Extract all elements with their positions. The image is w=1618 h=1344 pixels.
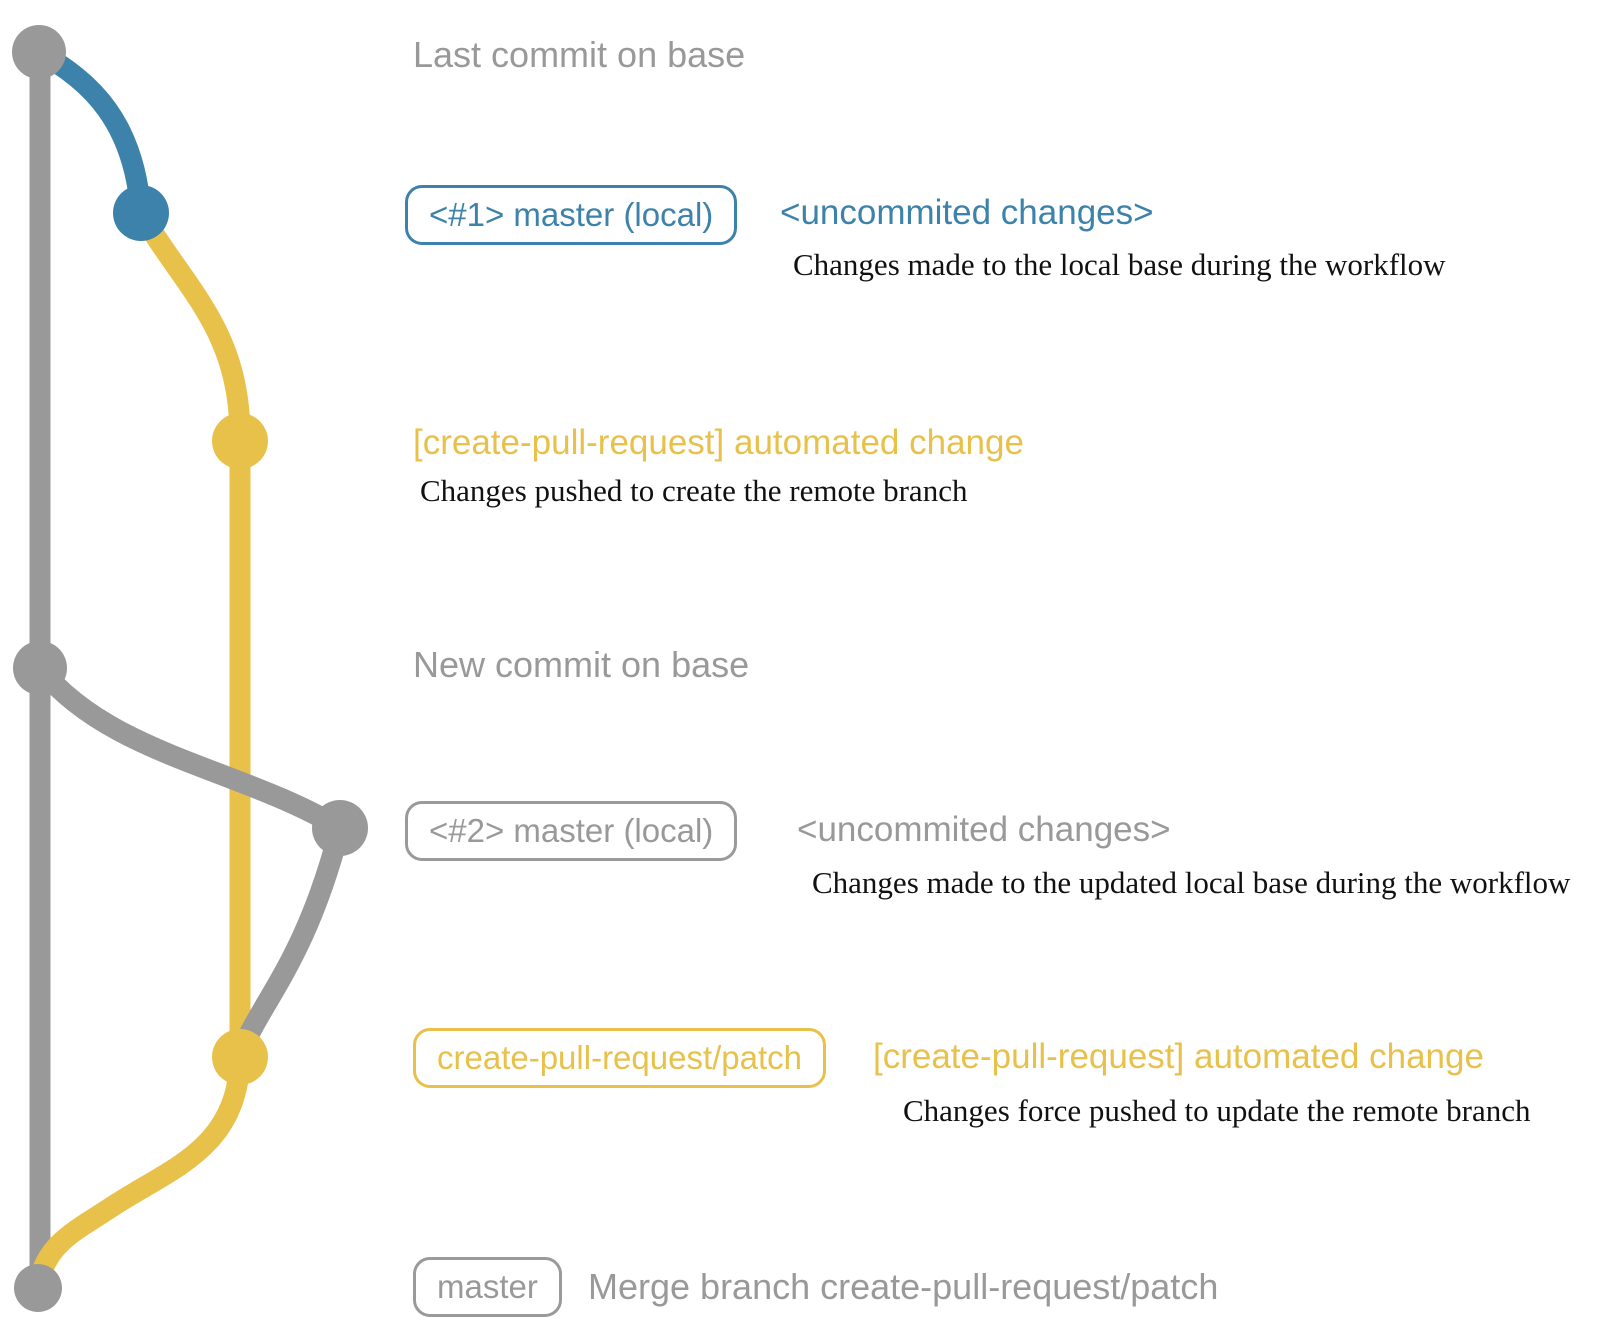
commit-dot-automated-change-2 xyxy=(212,1029,268,1085)
branch-badge-create-pull-request-patch: create-pull-request/patch xyxy=(413,1028,827,1088)
commit-label-automated-change-1: [create-pull-request] automated change xyxy=(413,422,1024,462)
updated-local-master-branch-curve-in xyxy=(231,817,351,1061)
commit-label-uncommited-changes-2: <uncommited changes> xyxy=(797,809,1171,849)
commit-description-3: Changes made to the updated local base d… xyxy=(812,864,1571,900)
commit-message-new-commit-on-base: New commit on base xyxy=(413,644,750,686)
commit-label-uncommited-changes-1: <uncommited changes> xyxy=(780,192,1154,232)
local-master-branch-curve xyxy=(28,41,152,224)
branch-badge-master: master xyxy=(413,1257,562,1317)
commit-message-merge-branch: Merge branch create-pull-request/patch xyxy=(588,1266,1219,1308)
commit-description-1: Changes made to the local base during th… xyxy=(793,246,1446,282)
updated-local-master-branch-curve-out xyxy=(29,657,351,839)
commit-dot-uncommited-changes-1 xyxy=(113,185,169,241)
commit-dot-new-commit-on-base xyxy=(13,641,67,695)
commit-label-automated-change-2: [create-pull-request] automated change xyxy=(873,1036,1484,1076)
commit-description-2: Changes pushed to create the remote bran… xyxy=(420,472,968,508)
commit-dot-last-commit-on-base xyxy=(12,25,66,79)
commit-description-4: Changes force pushed to update the remot… xyxy=(903,1092,1531,1128)
commit-dot-merge-commit xyxy=(14,1264,62,1312)
commit-dot-automated-change-1 xyxy=(212,413,268,469)
branch-badge-master-local-1: <#1> master (local) xyxy=(405,185,738,245)
commit-dot-uncommited-changes-2 xyxy=(312,800,368,856)
create-pull-request-patch-branch-path xyxy=(27,202,251,1299)
branch-badge-master-local-2: <#2> master (local) xyxy=(405,801,738,861)
commit-message-last-commit-on-base: Last commit on base xyxy=(413,34,746,76)
